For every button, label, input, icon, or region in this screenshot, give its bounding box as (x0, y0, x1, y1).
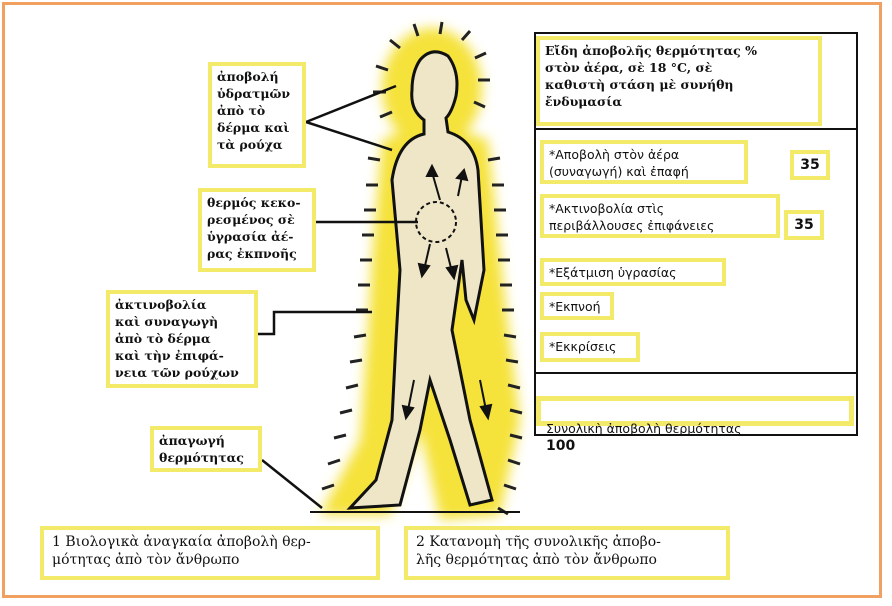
row-convection-value: 35 (790, 150, 830, 180)
caption-figure-2: 2 Κατανομὴ τῆς συνολικῆς ἀποβο- λῆς θερμ… (404, 526, 730, 580)
label-radiation-convection: ἀκτινοβολία καὶ συναγωγὴ ἀπὸ τὸ δέρμα κα… (106, 290, 258, 388)
table-header: Εἴδη ἀποβολῆς θερμότητας % στὸν ἀέρα, σὲ… (536, 36, 822, 126)
caption-figure-1: 1 Βιολογικὰ ἀναγκαία ἀποβολὴ θερ- μότητα… (40, 526, 380, 580)
total-value: 100 (546, 438, 575, 454)
row-secretions-label: *Εκκρίσεις (540, 332, 640, 362)
row-convection-label: *Αποβολὴ στὸν ἀέρα (συναγωγή) καὶ ἐπαφή (540, 140, 748, 184)
total-row: Συνολικὴ ἀποβολὴ θερμότητας 100 (536, 396, 854, 426)
row-exhalation-label: *Εκπνοή (540, 292, 614, 320)
total-label: Συνολικὴ ἀποβολὴ θερμότητας (546, 421, 741, 436)
table-divider-top (534, 128, 858, 130)
row-evaporation-label: *Εξάτμιση ὑγρασίας (540, 258, 726, 286)
label-conduction: ἀπαγωγή θερμότητας (150, 426, 262, 472)
row-radiation-value: 35 (784, 210, 824, 240)
row-radiation-label: *Ακτινοβολία στὶς περιβάλλουσες ἐπιφάνει… (540, 194, 780, 238)
label-evaporation: ἀποβολή ὑδρατμῶν ἀπὸ τὸ δέρμα καὶ τὰ ρού… (208, 62, 306, 168)
table-divider-bottom (534, 372, 858, 374)
label-exhaled-air: θερμός κεκο- ρεσμένος σὲ ὑγρασία ἀέ- ρας… (198, 188, 316, 272)
